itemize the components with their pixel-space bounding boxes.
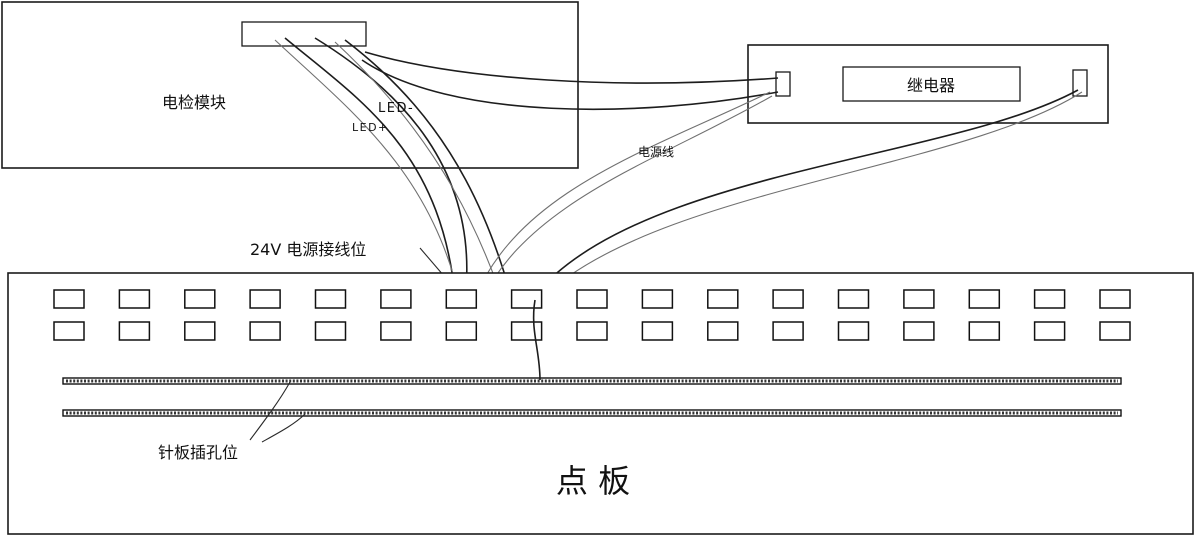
terminal-slot bbox=[968, 289, 1001, 309]
wire-power-1 bbox=[474, 91, 771, 299]
relay-left-terminal bbox=[775, 71, 791, 97]
module-connector bbox=[241, 21, 367, 47]
module-label: 电检模块 bbox=[162, 93, 226, 112]
terminal-slot bbox=[380, 289, 412, 309]
terminal-slot bbox=[314, 321, 347, 341]
wire-relay-board-3 bbox=[532, 299, 541, 381]
terminal-slot bbox=[53, 289, 85, 309]
pin-slot-leader-1 bbox=[249, 381, 291, 441]
terminal-slot bbox=[1033, 289, 1066, 309]
terminal-slot bbox=[1099, 321, 1131, 341]
wire-power-2 bbox=[481, 95, 773, 301]
terminal-slot bbox=[641, 289, 674, 309]
wire-led-1 bbox=[284, 37, 456, 296]
board-box bbox=[7, 272, 1194, 535]
terminal-slot bbox=[249, 321, 281, 341]
terminal-slot bbox=[53, 321, 85, 341]
terminal-slot bbox=[837, 321, 870, 341]
wire-relay-board-2 bbox=[539, 91, 1083, 301]
wire-module-relay-2 bbox=[361, 59, 779, 111]
terminal-slot bbox=[184, 289, 216, 309]
pin-slot-label: 针板插孔位 bbox=[158, 443, 238, 462]
terminal-slot bbox=[772, 321, 804, 341]
relay-body bbox=[842, 66, 1021, 102]
terminal-slot bbox=[903, 289, 935, 309]
terminal-slot bbox=[576, 289, 608, 309]
terminal-slot bbox=[314, 289, 347, 309]
wire-led-2 bbox=[274, 39, 461, 301]
slot-grid bbox=[53, 289, 1131, 341]
wire-module-relay-1 bbox=[364, 51, 779, 84]
led-plus-label: LED+ bbox=[352, 121, 389, 134]
terminal-slot bbox=[249, 289, 281, 309]
terminal-slot bbox=[445, 289, 478, 309]
terminal-slot bbox=[837, 289, 870, 309]
terminal-slot bbox=[968, 321, 1001, 341]
terminal-slot bbox=[510, 321, 543, 341]
power-terminal-label: 24V 电源接线位 bbox=[250, 240, 366, 259]
board-label: 点 板 bbox=[556, 462, 630, 500]
terminal-slot bbox=[445, 321, 478, 341]
terminal-slot bbox=[118, 321, 151, 341]
relay-right-terminal bbox=[1072, 69, 1088, 97]
terminal-slot bbox=[1033, 321, 1066, 341]
wire-led-3 bbox=[314, 37, 468, 301]
terminal-slot bbox=[707, 321, 739, 341]
relay-label: 继电器 bbox=[907, 76, 955, 95]
wire-relay-board-1 bbox=[534, 89, 1079, 296]
terminal-slot bbox=[707, 289, 739, 309]
terminal-slot bbox=[903, 321, 935, 341]
terminal-slot bbox=[641, 321, 674, 341]
terminal-slot bbox=[380, 321, 412, 341]
terminal-slot bbox=[118, 289, 151, 309]
terminal-slot bbox=[1099, 289, 1131, 309]
led-minus-label: LED- bbox=[378, 101, 414, 116]
terminal-slot bbox=[576, 321, 608, 341]
terminal-slot bbox=[510, 289, 543, 309]
power-line-label: 电源线 bbox=[638, 145, 674, 159]
pin-slot-leader-2 bbox=[261, 413, 306, 443]
terminal-slot bbox=[772, 289, 804, 309]
terminal-slot bbox=[184, 321, 216, 341]
